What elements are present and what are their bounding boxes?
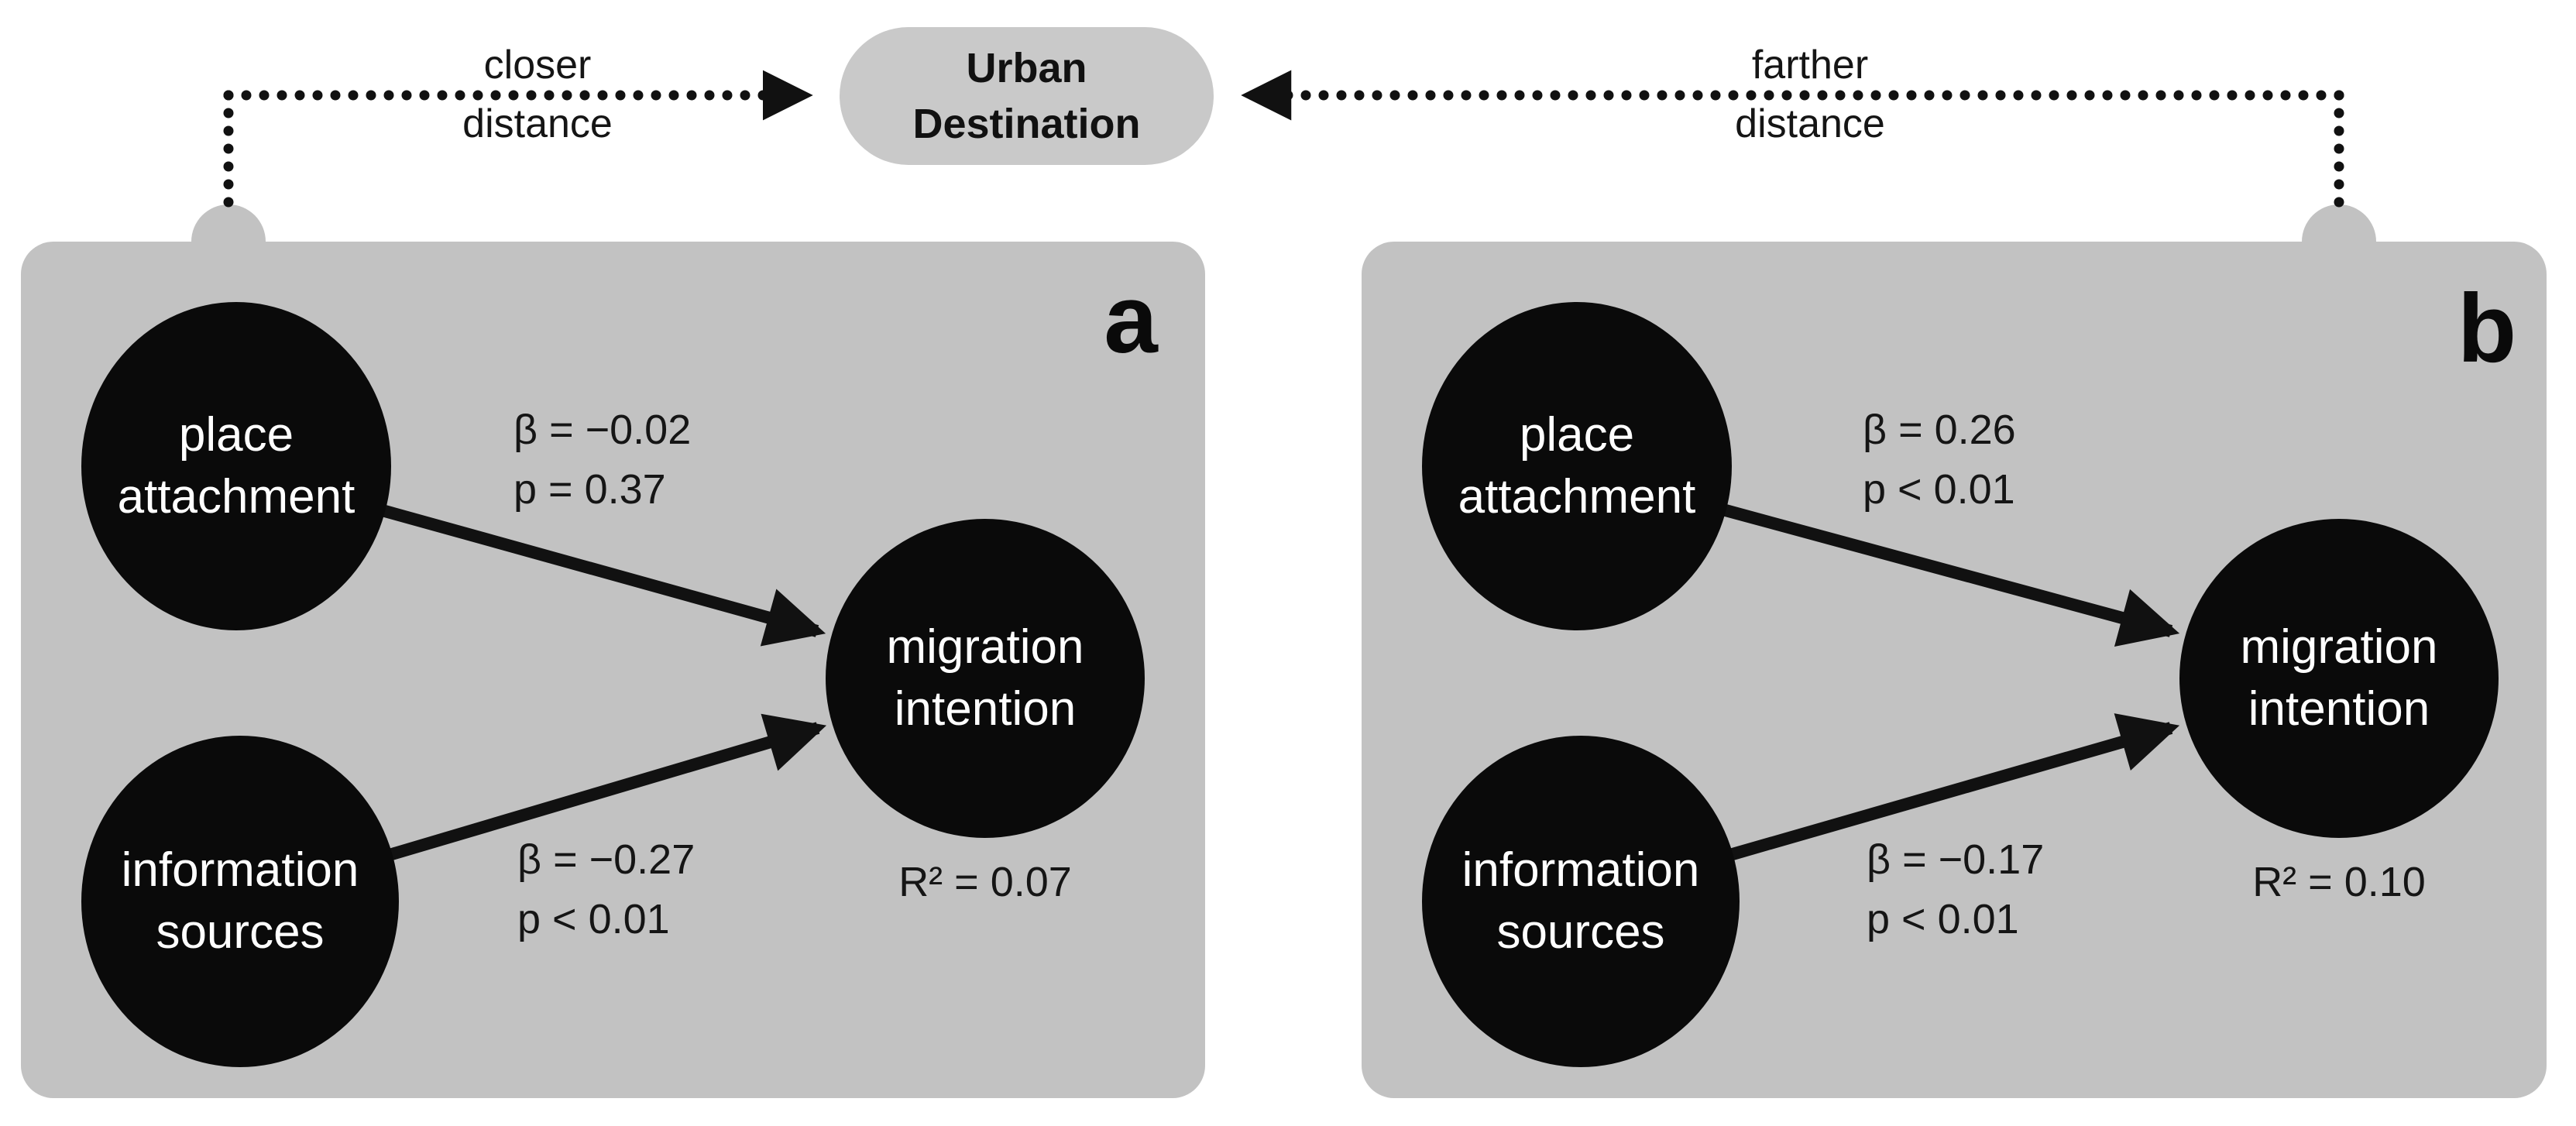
path-label-b-bottom: β = −0.17 p < 0.01 <box>1867 830 2044 949</box>
p-value-b-bottom: p < 0.01 <box>1867 896 2019 942</box>
urban-destination-label: Urban Destination <box>912 45 1141 147</box>
panel-a-letter: a <box>1104 266 1158 373</box>
node-b-migration-intention: migration intention <box>2179 519 2499 838</box>
panel-a-connector-bump <box>191 204 266 279</box>
node-a-place-attachment-label: place attachment <box>117 408 355 524</box>
node-b-place-attachment-label: place attachment <box>1458 408 1696 524</box>
r-squared-b: R² = 0.10 <box>2252 859 2426 905</box>
p-value-a-top: p = 0.37 <box>513 466 666 513</box>
closer-distance-line2: distance <box>462 101 613 146</box>
node-a-migration-intention: migration intention <box>826 519 1145 838</box>
path-label-a-bottom: β = −0.27 p < 0.01 <box>517 830 695 949</box>
r-squared-a: R² = 0.07 <box>898 859 1072 905</box>
farther-distance-line2: distance <box>1735 101 1885 146</box>
node-b-migration-intention-label: migration intention <box>2240 620 2438 736</box>
farther-distance-line1: farther <box>1751 43 1869 88</box>
beta-value-b-top: β = 0.26 <box>1863 407 2016 453</box>
beta-value-b-bottom: β = −0.17 <box>1867 836 2045 883</box>
panel-b-connector-bump <box>2302 204 2376 279</box>
node-a-migration-intention-label: migration intention <box>886 620 1084 736</box>
path-label-b-top: β = 0.26 p < 0.01 <box>1863 400 2016 520</box>
p-value-b-top: p < 0.01 <box>1863 466 2015 513</box>
node-b-place-attachment: place attachment <box>1422 302 1732 630</box>
urban-destination-node: Urban Destination <box>840 27 1214 165</box>
beta-value-a-bottom: β = −0.27 <box>517 836 696 883</box>
p-value-a-bottom: p < 0.01 <box>517 896 670 942</box>
node-a-information-sources-label: information sources <box>121 843 359 959</box>
farther-distance-label: farther distance <box>1655 36 1965 153</box>
path-label-a-top: β = −0.02 p = 0.37 <box>513 400 691 520</box>
node-b-information-sources-label: information sources <box>1461 843 1700 959</box>
closer-distance-line1: closer <box>483 43 592 88</box>
node-b-information-sources: information sources <box>1422 736 1740 1067</box>
node-a-place-attachment: place attachment <box>81 302 391 630</box>
closer-distance-label: closer distance <box>383 36 692 153</box>
node-a-information-sources: information sources <box>81 736 399 1067</box>
panel-b-letter: b <box>2457 275 2517 383</box>
beta-value-a-top: β = −0.02 <box>513 407 692 453</box>
